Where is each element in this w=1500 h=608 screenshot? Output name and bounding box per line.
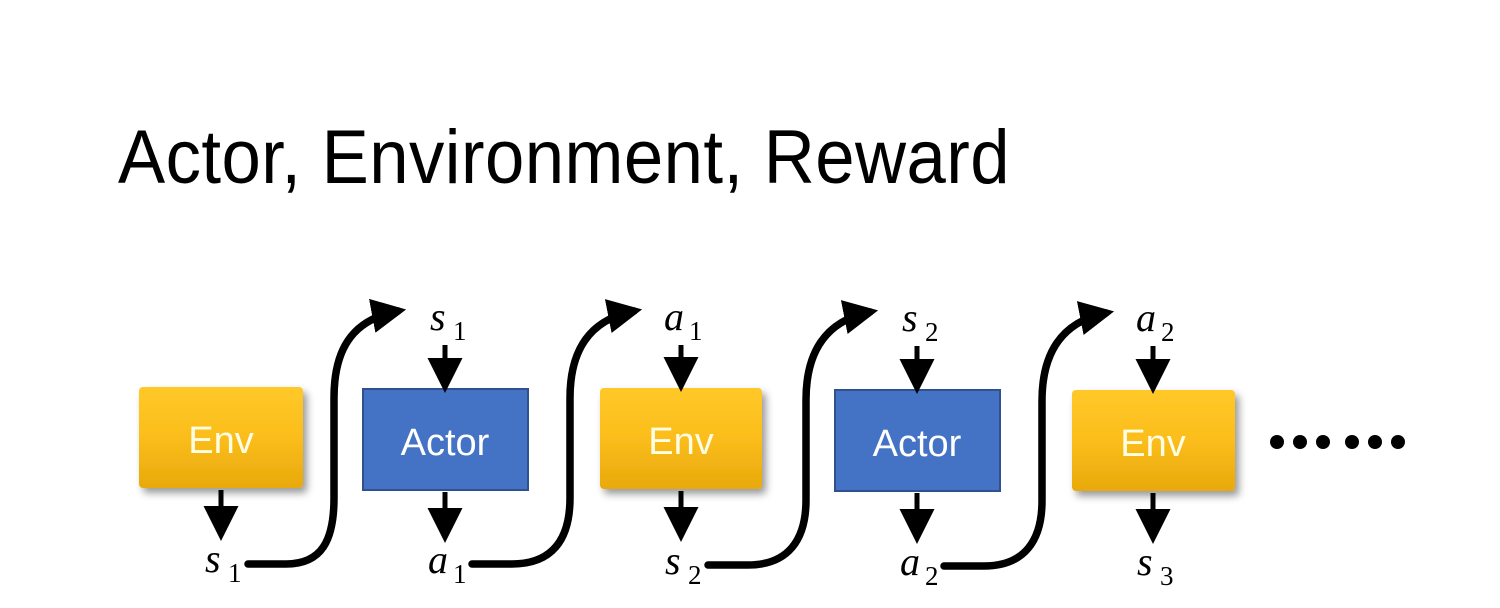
label-top-a2-sub: 2 [1161, 317, 1175, 347]
env-box-shape [139, 387, 303, 488]
curve-a1-bottom-to-top [468, 299, 643, 568]
label-top-s1-base: s [430, 294, 446, 339]
label-top-a1-sub: 1 [689, 316, 703, 346]
label-top-a1: a 1 [664, 294, 703, 346]
label-top-a2: a 2 [1136, 295, 1175, 347]
label-bottom-s1: s 1 [205, 536, 242, 588]
page-title: Actor, Environment, Reward [118, 115, 1011, 200]
label-bottom-a1-sub: 1 [453, 559, 467, 589]
label-top-s2-sub: 2 [925, 317, 939, 347]
node-actor1[interactable]: Actor [362, 388, 529, 491]
label-bottom-a2: a 2 [900, 539, 939, 591]
node-env1[interactable]: Env [139, 387, 303, 488]
actor-box-shape [362, 388, 529, 491]
ellipsis-icon [1270, 435, 1405, 449]
label-bottom-s3: s 3 [1137, 539, 1174, 591]
node-label-env2: Env [648, 421, 713, 463]
env-box-shape [600, 388, 762, 489]
label-bottom-s2-base: s [665, 538, 681, 583]
curve-a2-bottom-to-top [940, 301, 1115, 570]
node-env3[interactable]: Env [1072, 390, 1235, 491]
label-top-s2-base: s [902, 295, 918, 340]
node-label-actor2: Actor [873, 423, 962, 465]
label-bottom-s3-base: s [1137, 539, 1153, 584]
label-top-a2-base: a [1136, 295, 1156, 340]
node-label-env3: Env [1120, 423, 1185, 465]
env-box-shape [1072, 390, 1235, 491]
label-bottom-s1-base: s [205, 536, 221, 581]
label-bottom-s1-sub: 1 [228, 558, 242, 588]
label-top-s2: s 2 [902, 295, 939, 347]
label-bottom-s3-sub: 3 [1160, 561, 1174, 591]
label-bottom-a2-sub: 2 [925, 561, 939, 591]
node-label-env1: Env [188, 420, 253, 462]
curve-s2-bottom-to-top [704, 300, 879, 569]
node-env2[interactable]: Env [600, 388, 762, 489]
label-top-s1: s 1 [430, 294, 467, 346]
actor-box-shape [834, 389, 1001, 492]
label-bottom-s2-sub: 2 [688, 560, 702, 590]
label-bottom-a2-base: a [900, 539, 920, 584]
node-label-actor1: Actor [401, 422, 490, 464]
label-top-s1-sub: 1 [453, 316, 467, 346]
label-bottom-s2: s 2 [665, 538, 702, 590]
node-actor2[interactable]: Actor [834, 389, 1001, 492]
label-bottom-a1: a 1 [428, 537, 467, 589]
label-top-a1-base: a [664, 294, 684, 339]
label-bottom-a1-base: a [428, 537, 448, 582]
curve-s1-bottom-to-top [244, 298, 407, 568]
